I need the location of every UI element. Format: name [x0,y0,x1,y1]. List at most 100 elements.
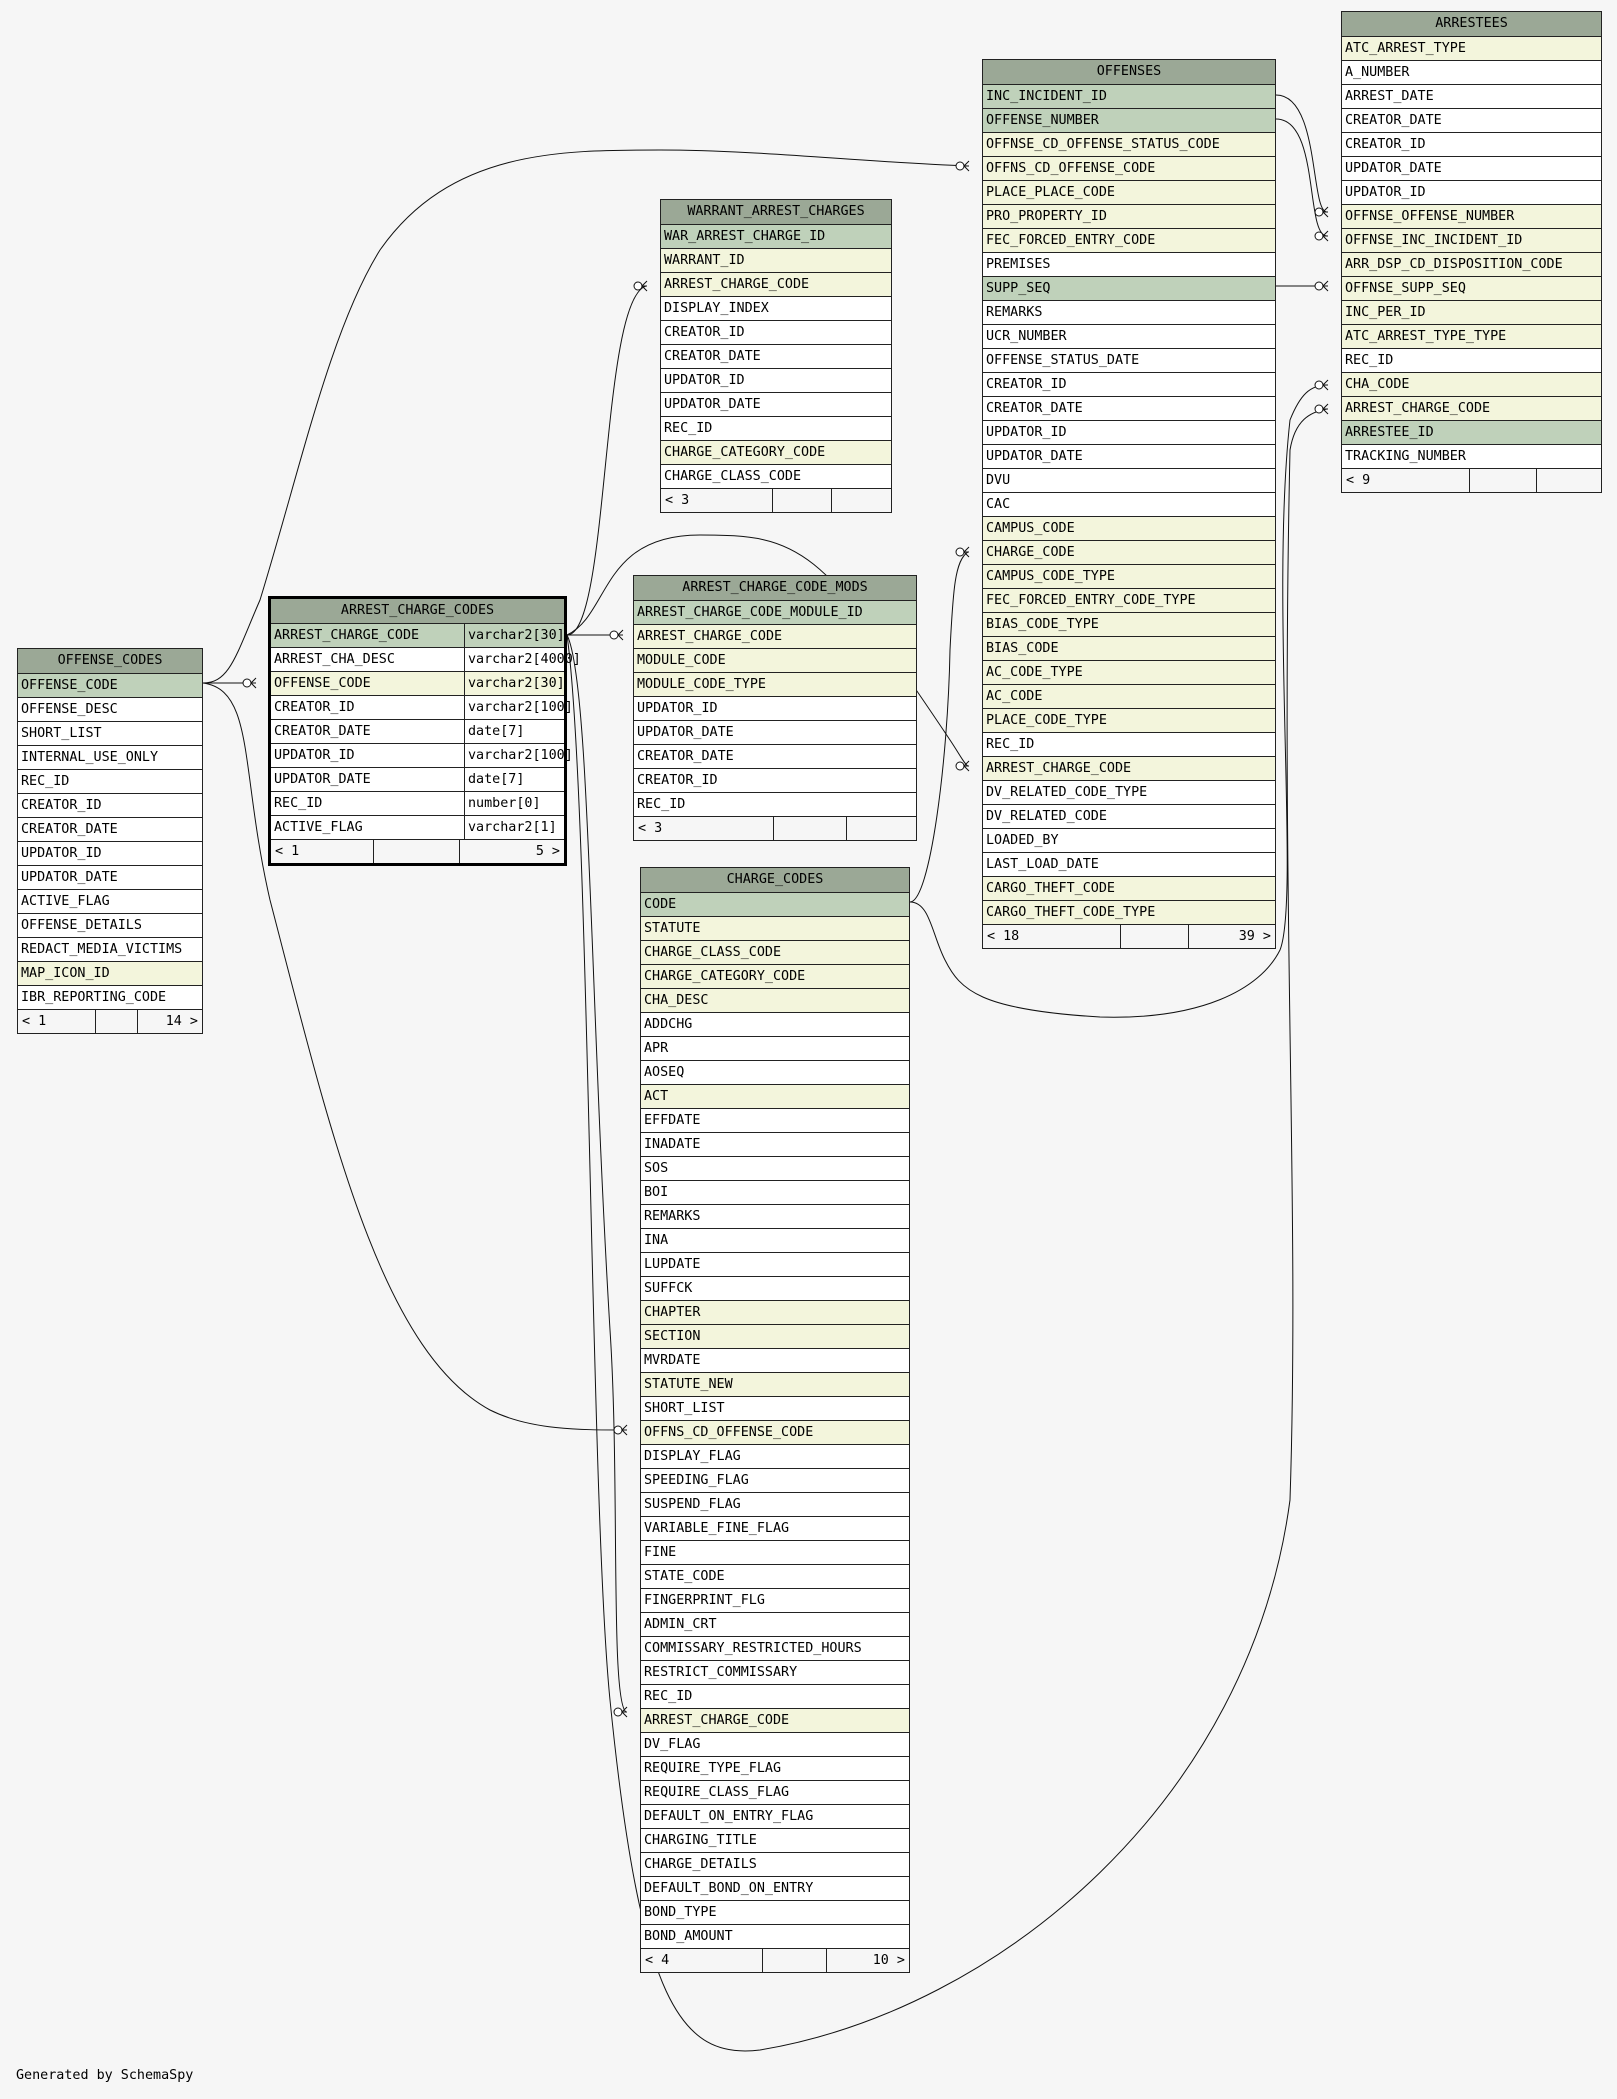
column-row-inc-incident-id[interactable]: INC_INCIDENT_ID [983,85,1275,109]
column-row-offnse-inc-incident-id[interactable]: OFFNSE_INC_INCIDENT_ID [1342,229,1601,253]
column-row-lupdate[interactable]: LUPDATE [641,1253,909,1277]
column-row-aoseq[interactable]: AOSEQ [641,1061,909,1085]
column-row-charge-class-code[interactable]: CHARGE_CLASS_CODE [661,465,891,489]
column-row-rec-id[interactable]: REC_ID [18,770,202,794]
column-row-rec-id[interactable]: REC_ID [641,1685,909,1709]
column-row-internal-use-only[interactable]: INTERNAL_USE_ONLY [18,746,202,770]
column-row-ac-code-type[interactable]: AC_CODE_TYPE [983,661,1275,685]
column-row-war-arrest-charge-id[interactable]: WAR_ARREST_CHARGE_ID [661,225,891,249]
column-row-arrest-charge-code[interactable]: ARREST_CHARGE_CODE [1342,397,1601,421]
column-row-charge-details[interactable]: CHARGE_DETAILS [641,1853,909,1877]
column-row-last-load-date[interactable]: LAST_LOAD_DATE [983,853,1275,877]
column-row-bond-type[interactable]: BOND_TYPE [641,1901,909,1925]
column-row-creator-date[interactable]: CREATOR_DATE [634,745,916,769]
column-row-inadate[interactable]: INADATE [641,1133,909,1157]
column-row-suffck[interactable]: SUFFCK [641,1277,909,1301]
column-row-loaded-by[interactable]: LOADED_BY [983,829,1275,853]
table-title[interactable]: OFFENSE_CODES [18,649,202,674]
column-row-place-code-type[interactable]: PLACE_CODE_TYPE [983,709,1275,733]
table-title[interactable]: ARREST_CHARGE_CODES [271,599,564,624]
column-row-bias-code-type[interactable]: BIAS_CODE_TYPE [983,613,1275,637]
column-row-atc-arrest-type-type[interactable]: ATC_ARREST_TYPE_TYPE [1342,325,1601,349]
column-row-supp-seq[interactable]: SUPP_SEQ [983,277,1275,301]
column-row-short-list[interactable]: SHORT_LIST [18,722,202,746]
column-row-rec-id[interactable]: REC_ID [634,793,916,817]
column-row-statute-new[interactable]: STATUTE_NEW [641,1373,909,1397]
column-row-charging-title[interactable]: CHARGING_TITLE [641,1829,909,1853]
column-row-updator-date[interactable]: UPDATOR_DATE [983,445,1275,469]
column-row-rec-id[interactable]: REC_ID [661,417,891,441]
column-row-section[interactable]: SECTION [641,1325,909,1349]
column-row-remarks[interactable]: REMARKS [983,301,1275,325]
column-row-suspend-flag[interactable]: SUSPEND_FLAG [641,1493,909,1517]
column-row-require-type-flag[interactable]: REQUIRE_TYPE_FLAG [641,1757,909,1781]
column-row-module-code[interactable]: MODULE_CODE [634,649,916,673]
column-row-dv-related-code-type[interactable]: DV_RELATED_CODE_TYPE [983,781,1275,805]
column-row-atc-arrest-type[interactable]: ATC_ARREST_TYPE [1342,37,1601,61]
column-row-pro-property-id[interactable]: PRO_PROPERTY_ID [983,205,1275,229]
column-row-campus-code-type[interactable]: CAMPUS_CODE_TYPE [983,565,1275,589]
column-row-place-place-code[interactable]: PLACE_PLACE_CODE [983,181,1275,205]
column-row-rec-id[interactable]: REC_ID [983,733,1275,757]
column-row-arrest-charge-code[interactable]: ARREST_CHARGE_CODE [641,1709,909,1733]
column-row-updator-id[interactable]: UPDATOR_ID [634,697,916,721]
column-row-redact-media-victims[interactable]: REDACT_MEDIA_VICTIMS [18,938,202,962]
column-row-offns-cd-offense-code[interactable]: OFFNS_CD_OFFENSE_CODE [641,1421,909,1445]
column-row-mvrdate[interactable]: MVRDATE [641,1349,909,1373]
column-row-offense-number[interactable]: OFFENSE_NUMBER [983,109,1275,133]
column-row-updator-id[interactable]: UPDATOR_ID [661,369,891,393]
column-row-code[interactable]: CODE [641,893,909,917]
column-row-arrest-charge-code[interactable]: ARREST_CHARGE_CODE [634,625,916,649]
column-row-creator-date[interactable]: CREATOR_DATE [661,345,891,369]
column-row-charge-category-code[interactable]: CHARGE_CATEGORY_CODE [661,441,891,465]
column-row-updator-date[interactable]: UPDATOR_DATE [661,393,891,417]
column-row-boi[interactable]: BOI [641,1181,909,1205]
column-row-arrestee-id[interactable]: ARRESTEE_ID [1342,421,1601,445]
column-row-creator-id[interactable]: CREATOR_ID [661,321,891,345]
column-row-variable-fine-flag[interactable]: VARIABLE_FINE_FLAG [641,1517,909,1541]
column-row-inc-per-id[interactable]: INC_PER_ID [1342,301,1601,325]
column-row-ucr-number[interactable]: UCR_NUMBER [983,325,1275,349]
column-row-addchg[interactable]: ADDCHG [641,1013,909,1037]
column-row-creator-id[interactable]: CREATOR_ID [634,769,916,793]
column-row-cha-code[interactable]: CHA_CODE [1342,373,1601,397]
column-row-creator-date[interactable]: CREATOR_DATE [1342,109,1601,133]
column-row-creator-id[interactable]: CREATOR_ID [983,373,1275,397]
column-row-statute[interactable]: STATUTE [641,917,909,941]
column-row-commissary-restricted-hours[interactable]: COMMISSARY_RESTRICTED_HOURS [641,1637,909,1661]
column-row-updator-date[interactable]: UPDATOR_DATE [634,721,916,745]
column-row-warrant-id[interactable]: WARRANT_ID [661,249,891,273]
column-row-cha-desc[interactable]: CHA_DESC [641,989,909,1013]
column-row-updator-id[interactable]: UPDATOR_ID [1342,181,1601,205]
column-row-arrest-charge-code[interactable]: ARREST_CHARGE_CODE [661,273,891,297]
table-title[interactable]: WARRANT_ARREST_CHARGES [661,200,891,225]
column-row-charge-class-code[interactable]: CHARGE_CLASS_CODE [641,941,909,965]
column-row-rec-id[interactable]: REC_ID [1342,349,1601,373]
column-row-sos[interactable]: SOS [641,1157,909,1181]
column-row-offnse-cd-offense-status-code[interactable]: OFFNSE_CD_OFFENSE_STATUS_CODE [983,133,1275,157]
table-title[interactable]: OFFENSES [983,60,1275,85]
column-row-require-class-flag[interactable]: REQUIRE_CLASS_FLAG [641,1781,909,1805]
column-row-tracking-number[interactable]: TRACKING_NUMBER [1342,445,1601,469]
column-row-default-on-entry-flag[interactable]: DEFAULT_ON_ENTRY_FLAG [641,1805,909,1829]
column-row-ibr-reporting-code[interactable]: IBR_REPORTING_CODE [18,986,202,1010]
column-row-updator-id[interactable]: UPDATOR_ID [983,421,1275,445]
column-row-fine[interactable]: FINE [641,1541,909,1565]
column-row-act[interactable]: ACT [641,1085,909,1109]
column-row-cac[interactable]: CAC [983,493,1275,517]
column-row-admin-crt[interactable]: ADMIN_CRT [641,1613,909,1637]
column-row-module-code-type[interactable]: MODULE_CODE_TYPE [634,673,916,697]
column-row-offnse-offense-number[interactable]: OFFNSE_OFFENSE_NUMBER [1342,205,1601,229]
column-row-arrest-charge-code[interactable]: ARREST_CHARGE_CODE [983,757,1275,781]
column-row-creator-date[interactable]: CREATOR_DATE [18,818,202,842]
column-row-bias-code[interactable]: BIAS_CODE [983,637,1275,661]
